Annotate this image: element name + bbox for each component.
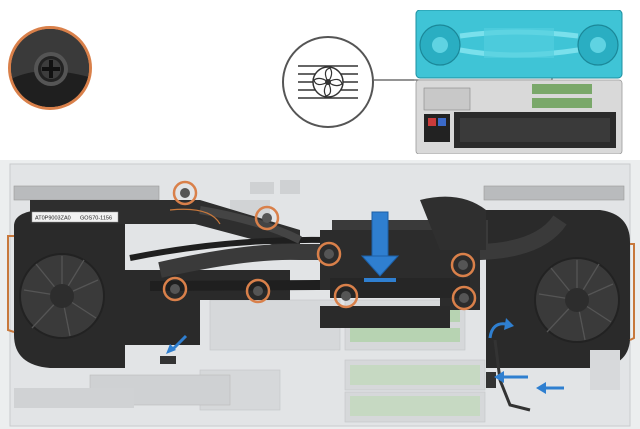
screw-4 (162, 276, 188, 302)
left-fan (7, 210, 125, 368)
laptop-overview (415, 10, 623, 154)
screw-5 (245, 278, 271, 304)
fan-callout (282, 36, 374, 128)
heatsink-label (31, 211, 119, 223)
label-right-text: GOS70-1156 (80, 216, 112, 222)
screw-7 (450, 252, 476, 278)
screw-3 (316, 241, 342, 267)
screw-icon (11, 29, 89, 107)
fan-icon (298, 65, 358, 99)
heat-sink (30, 196, 567, 345)
screw-6 (333, 283, 359, 309)
left-arrow-icon (166, 334, 188, 354)
label-left-text: AT0P9003ZA0 (35, 216, 71, 222)
screw-1 (172, 180, 198, 206)
screw-callout (8, 26, 92, 110)
push-arrow-2 (536, 382, 564, 394)
right-fan (486, 210, 635, 368)
rotate-arrow-icon (488, 318, 514, 339)
screw-2 (254, 205, 280, 231)
screw-markers (162, 180, 477, 311)
main-assembly-view: AT0P9003ZA0 GOS70-1156 (0, 160, 640, 429)
down-arrow-icon (360, 211, 400, 282)
push-arrow-1 (494, 371, 528, 383)
screw-8 (451, 285, 477, 311)
